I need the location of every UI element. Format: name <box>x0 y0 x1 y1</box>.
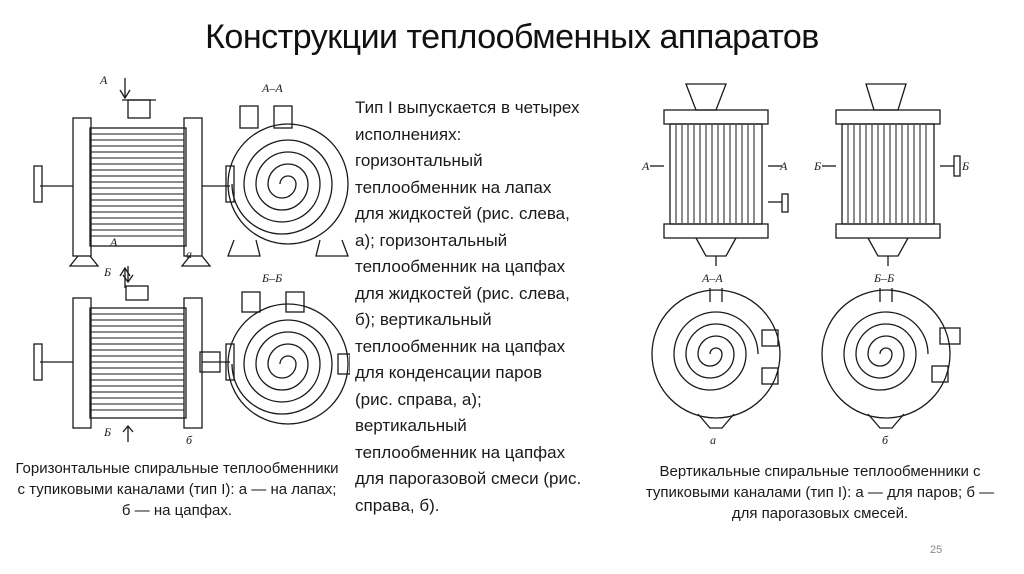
label-section-a-bottom: А <box>109 235 118 249</box>
label-vertical-section-bb: Б–Б <box>873 271 894 285</box>
body-line: горизонтальный <box>355 151 483 170</box>
label-sub-a: а <box>186 247 192 261</box>
section-view-vertical-aa <box>651 288 781 429</box>
label-vertical-sub-b: б <box>882 433 889 447</box>
section-view-vertical-bb <box>821 288 961 429</box>
section-view-aa <box>227 105 349 257</box>
label-section-b-top: Б <box>103 265 111 279</box>
label-vertical-section-a-right: А <box>779 159 788 173</box>
slide-title: Конструкции теплообменных аппаратов <box>205 18 819 56</box>
section-view-bb <box>199 291 350 425</box>
body-line: теплообменник на цапфах <box>355 442 566 462</box>
body-line: для жидкостей (рис. слева, <box>355 204 570 223</box>
label-section-aa: А–А <box>261 81 283 95</box>
body-line: для жидкостей (рис. слева, <box>355 283 570 303</box>
label-vertical-section-aa: А–А <box>701 271 723 285</box>
figure-vertical-exchangers: А А Б Б А–А Б–Б а б <box>641 83 969 447</box>
body-line: б); вертикальный <box>355 310 492 329</box>
label-section-a-top: А <box>99 73 108 87</box>
page-number: 25 <box>930 544 943 556</box>
body-line: а); горизонтальный <box>355 230 508 250</box>
label-sub-b: б <box>186 433 193 447</box>
body-line: вертикальный <box>355 416 467 435</box>
body-line: теплообменник на цапфах <box>355 257 566 276</box>
body-line: исполнениях: <box>355 124 462 144</box>
side-view-vertical-a <box>650 83 789 266</box>
body-line: (рис. справа, а); <box>355 389 482 409</box>
side-view-b <box>33 266 235 442</box>
body-line: теплообменник на лапах <box>355 177 552 197</box>
caption-left: Горизонтальные спиральные теплообменники… <box>15 460 339 519</box>
figure-horizontal-exchangers: А А А–А а Б Б Б–Б б <box>33 73 350 447</box>
label-section-b-bottom: Б <box>103 425 111 439</box>
body-line: теплообменник на цапфах <box>355 336 566 356</box>
body-line: для парогазовой смеси (рис. <box>355 469 582 488</box>
body-line: для конденсации паров <box>355 363 543 382</box>
caption-right: Вертикальные спиральные теплообменники с… <box>645 463 995 522</box>
body-line: справа, б). <box>355 495 440 515</box>
body-line: Тип I выпускается в четырех <box>355 98 580 117</box>
label-vertical-sub-a: а <box>710 433 716 447</box>
label-vertical-section-a-left: А <box>641 159 650 173</box>
side-view-vertical-b <box>822 83 961 266</box>
side-view-a <box>33 78 235 288</box>
label-vertical-section-b-left: Б <box>813 159 821 173</box>
label-vertical-section-b-right: Б <box>961 159 969 173</box>
body-text: Тип I выпускается в четырех исполнениях:… <box>355 95 625 519</box>
label-section-bb: Б–Б <box>261 271 282 285</box>
